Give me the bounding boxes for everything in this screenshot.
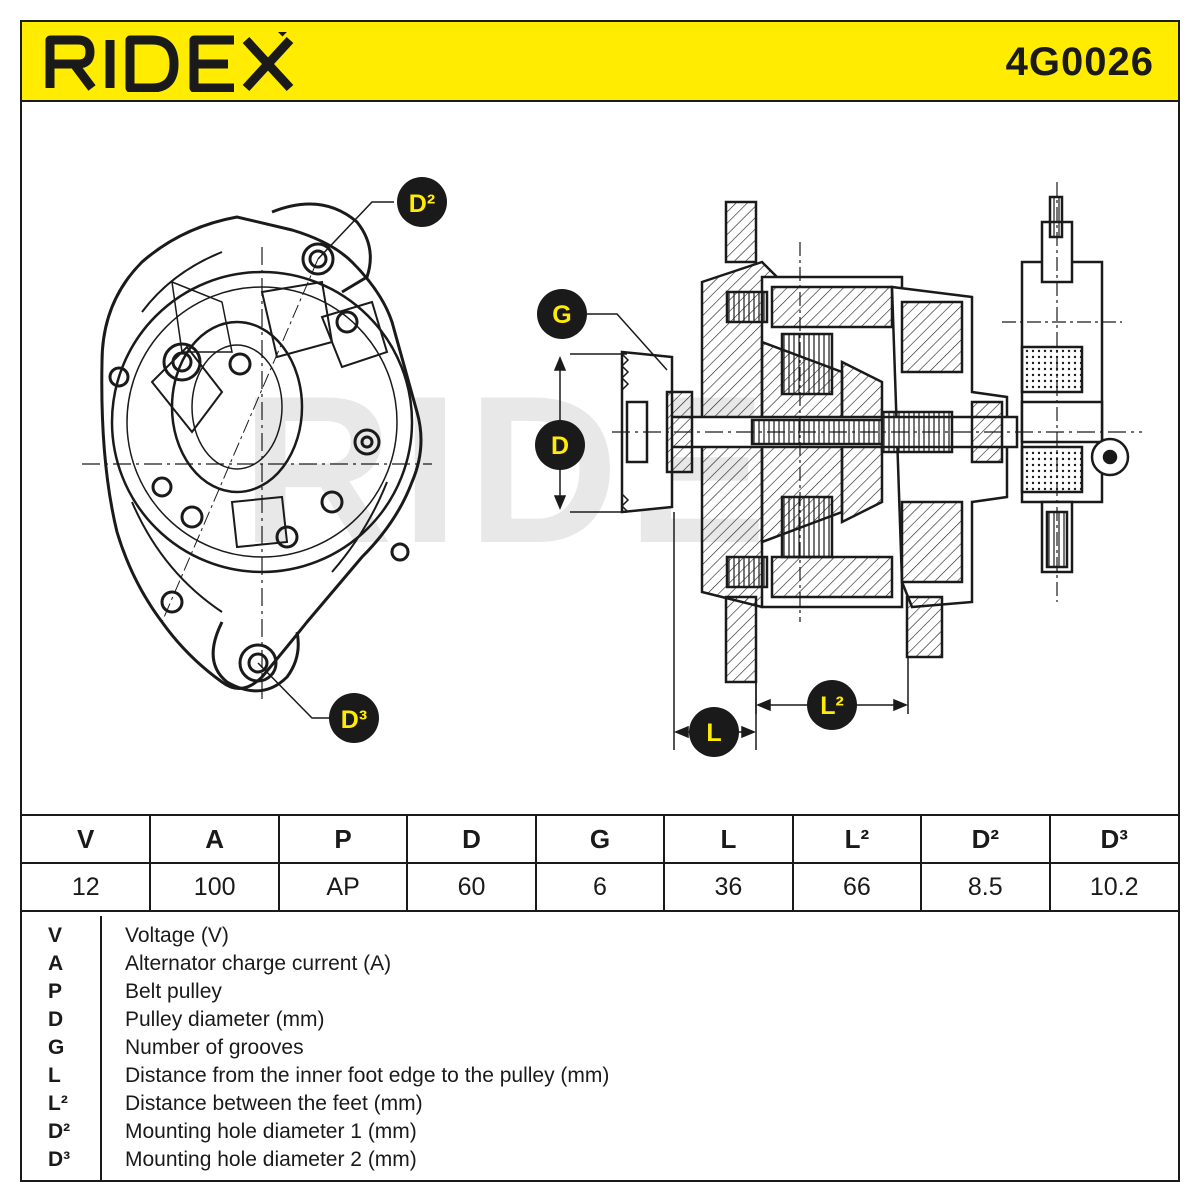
spec-value-row: 12 100 AP 60 6 36 66 8.5 10.2 <box>22 862 1178 912</box>
callout-l-label: L <box>706 719 721 747</box>
legend-desc: Belt pulley <box>125 980 222 1003</box>
legend-desc: Distance between the feet (mm) <box>125 1092 423 1115</box>
d-dimension <box>553 353 627 513</box>
g-leader <box>587 313 668 371</box>
legend-row: D² Mounting hole diameter 1 (mm) <box>22 1118 1178 1146</box>
callout-d3-label: D³ <box>341 706 367 734</box>
spec-value-d3: 10.2 <box>1048 862 1178 912</box>
legend-desc: Alternator charge current (A) <box>125 952 392 975</box>
legend-desc: Pulley diameter (mm) <box>125 1008 325 1031</box>
d2-leader <box>317 201 394 260</box>
spec-value-a: 100 <box>149 862 280 912</box>
callout-l: L <box>689 707 739 757</box>
callout-d: D <box>535 420 585 470</box>
legend-row: P Belt pulley <box>22 978 1178 1006</box>
spec-table: V A P D G L L² D² D³ 12 100 AP 60 6 36 6… <box>22 814 1178 912</box>
legend-row: L² Distance between the feet (mm) <box>22 1090 1178 1118</box>
legend-desc: Mounting hole diameter 1 (mm) <box>125 1120 417 1143</box>
spec-value-g: 6 <box>534 862 666 912</box>
legend-row: L Distance from the inner foot edge to t… <box>22 1062 1178 1090</box>
legend-row: V Voltage (V) <box>22 922 1178 950</box>
spec-header-p: P <box>277 814 409 864</box>
part-number: 4G0026 <box>1005 40 1154 84</box>
alternator-drawing: RIDEX <box>82 177 1142 757</box>
ridex-logo-mark <box>45 11 303 93</box>
callout-d2-label: D² <box>409 190 435 218</box>
callout-l2-label: L² <box>820 692 844 720</box>
callout-g-label: G <box>552 301 571 329</box>
legend-row: D³ Mounting hole diameter 2 (mm) <box>22 1146 1178 1174</box>
spec-header-row: V A P D G L L² D² D³ <box>22 814 1178 864</box>
spec-value-p: AP <box>277 862 409 912</box>
header-bar: 4G0026 <box>22 11 1178 102</box>
ridex-logo <box>44 11 303 93</box>
spec-header-d2: D² <box>920 814 1051 864</box>
legend-key: V <box>48 924 63 947</box>
legend-desc: Distance from the inner foot edge to the… <box>125 1064 610 1087</box>
callout-g: G <box>537 289 587 339</box>
legend-key: L <box>48 1064 61 1087</box>
spec-value-l2: 66 <box>791 862 923 912</box>
callout-l2: L² <box>807 680 857 730</box>
legend-key: D³ <box>48 1148 71 1171</box>
front-view <box>82 202 432 702</box>
spec-value-d: 60 <box>406 862 537 912</box>
legend-divider <box>100 916 102 1182</box>
spec-value-d2: 8.5 <box>920 862 1051 912</box>
legend-key: D² <box>48 1120 71 1143</box>
legend-desc: Number of grooves <box>125 1036 304 1059</box>
spec-header-l: L <box>663 814 794 864</box>
spec-header-a: A <box>149 814 280 864</box>
side-section-view <box>612 182 1142 684</box>
callout-d-label: D <box>551 432 569 460</box>
spec-value-l: 36 <box>663 862 794 912</box>
d3-leader <box>257 662 330 719</box>
legend-key: G <box>48 1036 65 1059</box>
legend-key: D <box>48 1008 64 1031</box>
spec-header-l2: L² <box>791 814 923 864</box>
spec-value-v: 12 <box>22 862 152 912</box>
spec-header-d: D <box>406 814 537 864</box>
technical-drawing: RIDEX <box>22 102 1178 814</box>
legend-desc: Voltage (V) <box>125 924 229 947</box>
spec-header-g: G <box>534 814 666 864</box>
legend-desc: Mounting hole diameter 2 (mm) <box>125 1148 417 1171</box>
callout-d2: D² <box>397 177 447 227</box>
legend: V Voltage (V) A Alternator charge curren… <box>22 916 1178 1182</box>
legend-row: D Pulley diameter (mm) <box>22 1006 1178 1034</box>
legend-row: A Alternator charge current (A) <box>22 950 1178 978</box>
datasheet: 4G0026 RIDEX <box>20 11 1180 1182</box>
legend-key: L² <box>48 1092 68 1115</box>
callout-d3: D³ <box>329 693 379 743</box>
spec-header-v: V <box>22 814 152 864</box>
legend-key: A <box>48 952 64 975</box>
spec-header-d3: D³ <box>1048 814 1178 864</box>
legend-row: G Number of grooves <box>22 1034 1178 1062</box>
legend-key: P <box>48 980 63 1003</box>
